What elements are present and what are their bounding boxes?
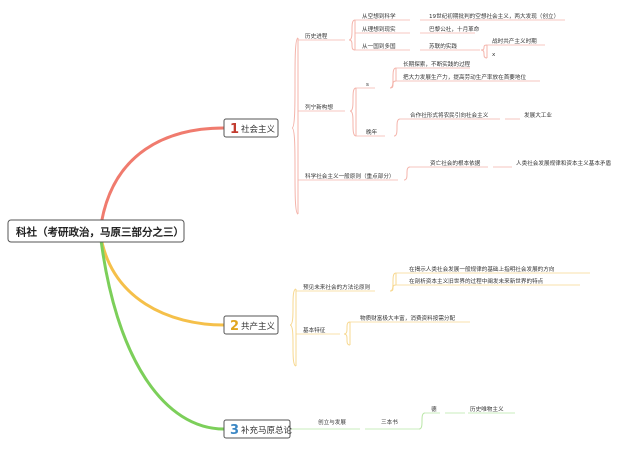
spine-three-books (418, 412, 426, 430)
branch-label-2: 共产主义 (241, 321, 276, 332)
topic-late-years[interactable]: 晚年 (366, 128, 378, 136)
topic-big-industry[interactable]: 发展大工业 (524, 111, 552, 119)
branch-label-1: 社会主义 (241, 124, 276, 135)
topic-social-laws[interactable]: 人类社会发展规律和资本主义基本矛盾 (516, 159, 612, 167)
topic-long-exploration[interactable]: 长期探索，不断实践的过程 (403, 60, 471, 68)
topic-abundance[interactable]: 物质财富极大丰富，消费资料按需分配 (360, 314, 456, 322)
topic-one-to-many[interactable]: 从一国到多国 (362, 42, 396, 50)
topic-historical-materialism[interactable]: 历史唯物主义 (470, 405, 504, 413)
branch-number-1: 1 (230, 122, 239, 137)
topic-fundamental-basis[interactable]: 资亡社会的根本依据 (430, 159, 481, 167)
topic-utopia-to-science[interactable]: 从空想到科学 (362, 12, 396, 20)
branch-marxism-supplement[interactable]: 3 补充马原总论 (223, 419, 293, 439)
branch-socialism[interactable]: 1 社会主义 (223, 118, 279, 138)
connector-lines (98, 19, 590, 431)
topic-paris-commune[interactable]: 巴黎公社，十月革命 (429, 25, 480, 33)
topic-x[interactable]: x (492, 52, 496, 58)
spine-principles (403, 166, 411, 181)
topic-three-books[interactable]: 三本书 (381, 418, 398, 426)
spine-lenin (349, 87, 357, 137)
topic-s[interactable]: s (366, 82, 369, 88)
branch-label-3: 补充马原总论 (241, 425, 293, 436)
topic-soviet-practice[interactable]: 苏联的实践 (429, 42, 457, 50)
branch-2-line (98, 231, 225, 327)
branch-1-line (98, 126, 225, 233)
spine-soviet (480, 44, 488, 59)
spine-late (393, 118, 401, 137)
topic-founding[interactable]: 创立与发展 (318, 418, 346, 426)
root-topic-label: 科社（考研政治，马原三部分之三） (16, 226, 184, 239)
topic-old-world[interactable]: 在剖析资本主义旧世界的过程中阐发未来新世界的特点 (409, 277, 544, 285)
branch-communism[interactable]: 2 共产主义 (223, 315, 279, 335)
topic-general-principles[interactable]: 科学社会主义一般原则（重点部分） (305, 172, 395, 180)
branch-number-2: 2 (230, 319, 239, 334)
topic-history[interactable]: 历史进程 (305, 32, 328, 40)
branch-number-3: 3 (230, 423, 239, 438)
topic-cooperatives[interactable]: 合作社形式将农民引向社会主义 (410, 111, 489, 119)
spine-history (348, 19, 356, 51)
underline-b2 (296, 290, 375, 335)
topic-ideal-to-reality[interactable]: 从理想到现实 (362, 25, 396, 33)
spine-features (343, 321, 351, 346)
topic-german[interactable]: 德 (431, 405, 437, 413)
branch-3-line (98, 231, 225, 431)
underline-method-children (396, 272, 590, 286)
underline-s-children (396, 67, 540, 82)
spine-s (389, 67, 397, 89)
topic-productivity[interactable]: 把大力发展生产力，提高劳动生产率放在首要地位 (403, 73, 526, 81)
spine-branch-2 (289, 288, 297, 367)
spine-branch-1 (291, 37, 299, 215)
topic-general-law[interactable]: 在揭示人类社会发展一般规律的基础上指明社会发展的方向 (409, 265, 555, 273)
root-topic[interactable]: 科社（考研政治，马原三部分之三） (7, 219, 185, 243)
spine-methodology (389, 272, 397, 292)
topic-war-communism[interactable]: 战时共产主义时期 (492, 37, 537, 45)
topic-nodes: 历史进程 从空想到科学 19世纪初期批判的空想社会主义，两大发现（创立） 从理想到现实… (303, 12, 612, 426)
topic-lenin[interactable]: 列宁新构想 (305, 103, 333, 111)
topic-utopia-detail[interactable]: 19世纪初期批判的空想社会主义，两大发现（创立） (429, 12, 559, 20)
topic-basic-features[interactable]: 基本特征 (303, 326, 326, 334)
topic-methodology[interactable]: 预见未来社会的方法论原则 (303, 283, 371, 291)
